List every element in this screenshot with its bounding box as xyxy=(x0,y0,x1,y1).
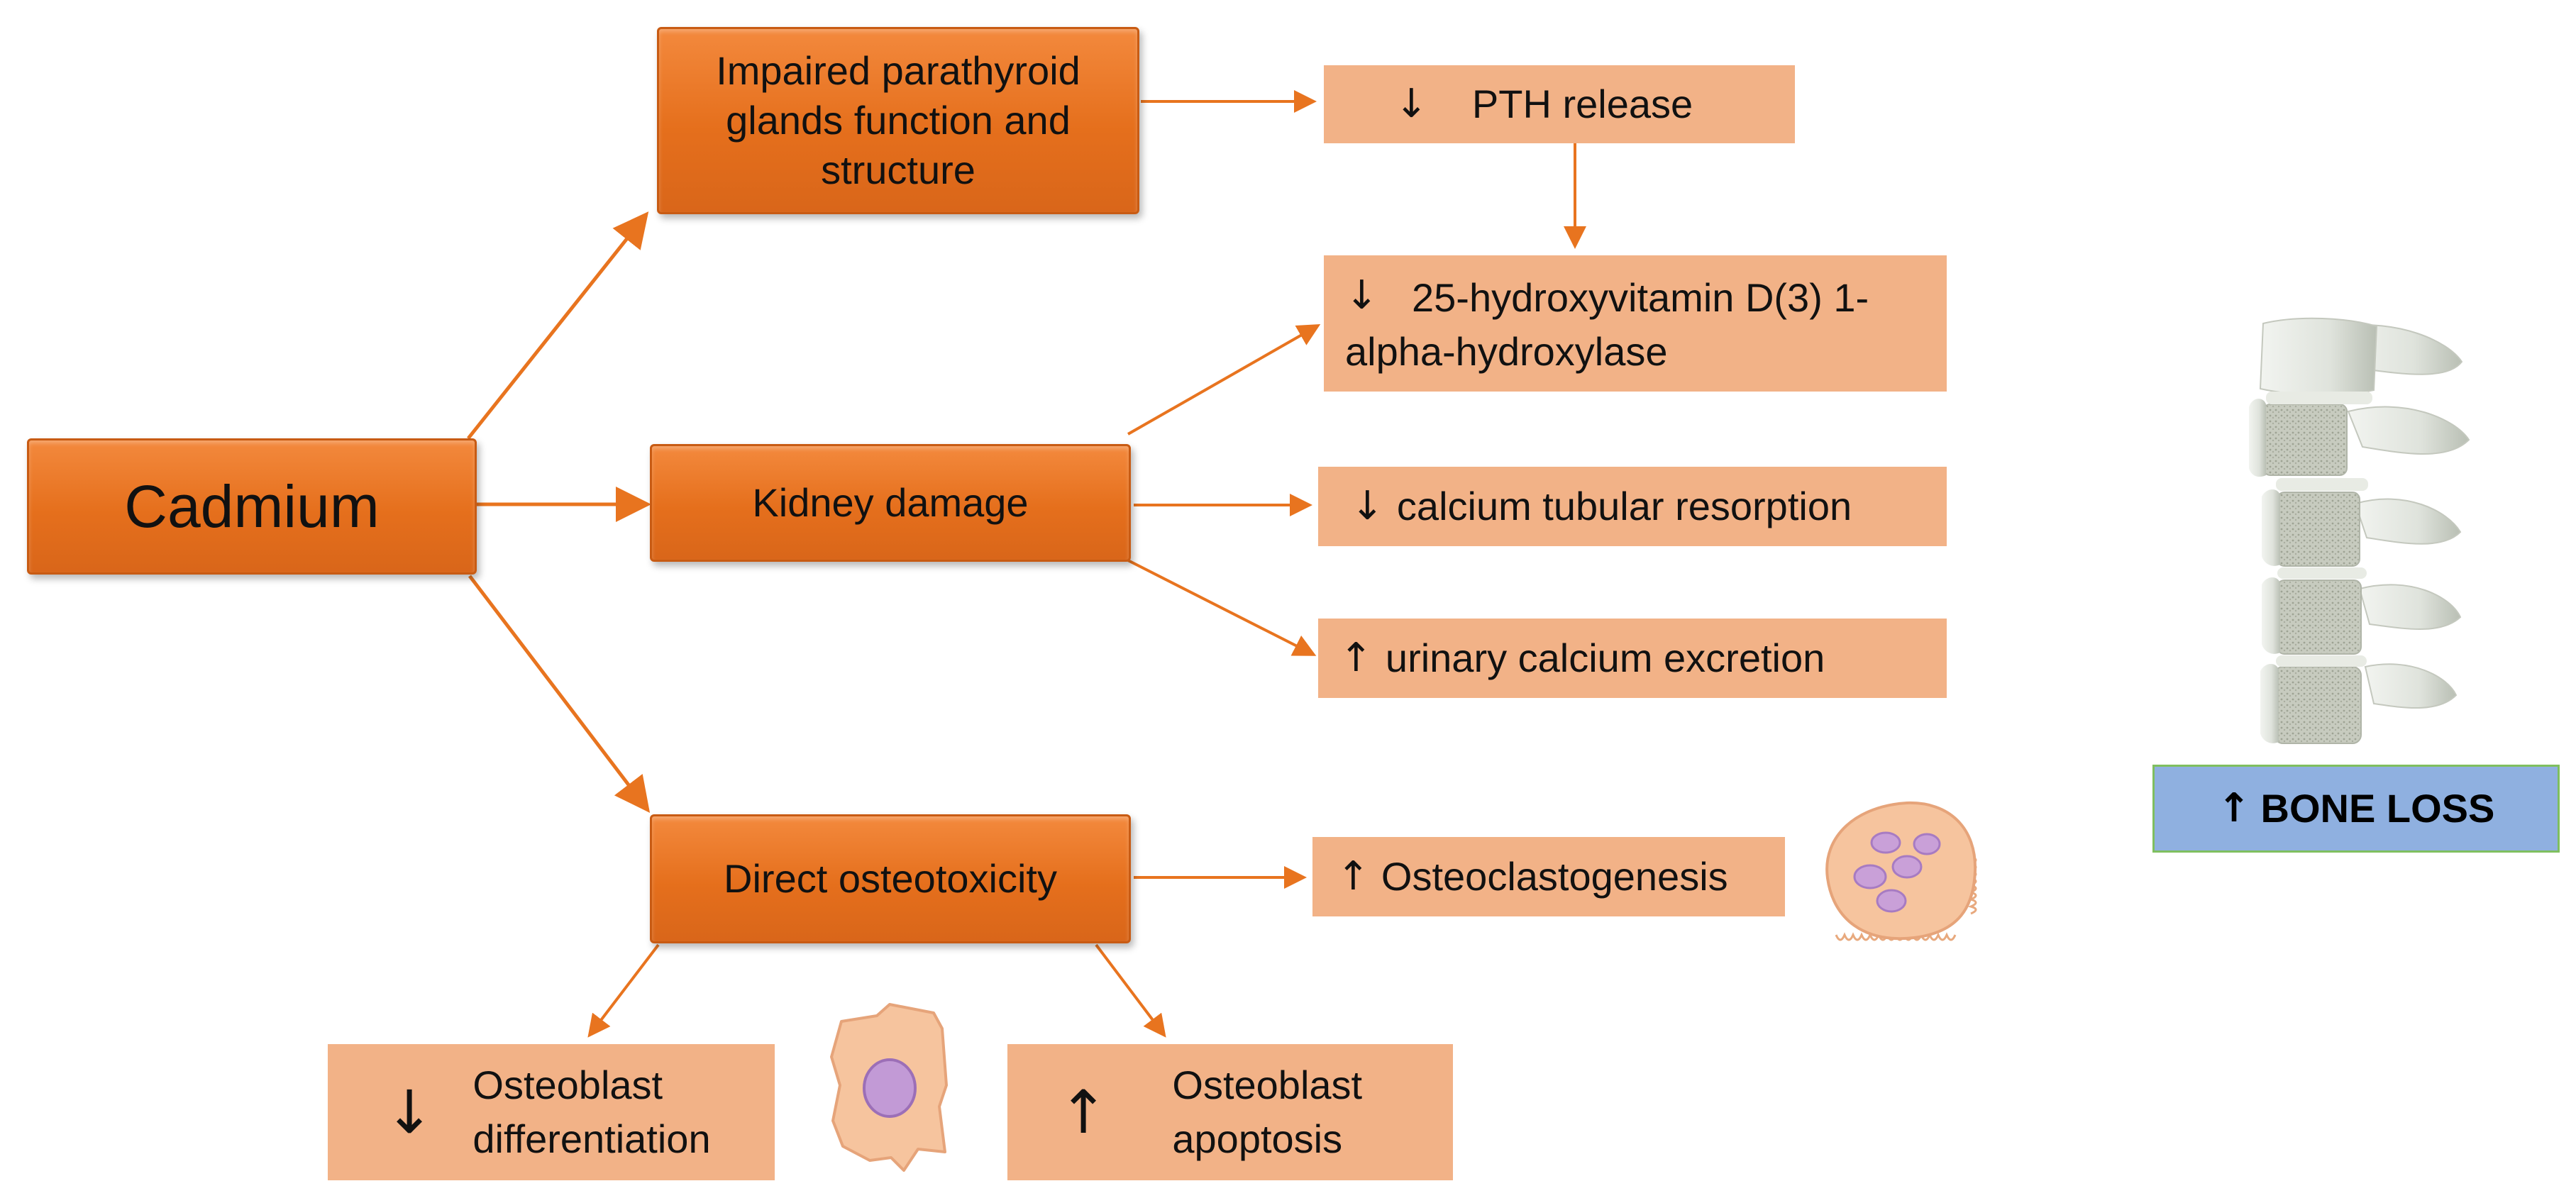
osteotoxicity-box: Direct osteotoxicity xyxy=(650,814,1131,943)
parathyroid-box: Impaired parathyroid glands function and… xyxy=(657,27,1139,214)
pth-release-box: ↓ PTH release xyxy=(1324,65,1795,143)
parathyroid-label: Impaired parathyroid glands function and… xyxy=(716,48,1080,192)
down-arrow-icon: ↓ xyxy=(385,1077,435,1147)
osteoblast-cell-icon xyxy=(830,1003,948,1172)
arrow-cadmium-to-parathyroid xyxy=(467,211,649,440)
down-arrow-icon: ↓ xyxy=(1345,272,1378,318)
arrow-osteotoxicity-to-osteoblast-diff xyxy=(587,943,660,1038)
down-arrow-icon: ↓ xyxy=(1395,81,1428,127)
up-arrow-icon: ↑ xyxy=(1339,635,1373,681)
osteoblast-differentiation-label: Osteoblast differentiation xyxy=(472,1063,711,1161)
tubular-resorption-label: calcium tubular resorption xyxy=(1396,484,1852,528)
vertebrae-icon xyxy=(2249,317,2470,744)
cadmium-label: Cadmium xyxy=(124,472,380,540)
osteoclastogenesis-label: Osteoclastogenesis xyxy=(1381,854,1728,899)
arrow-kidney-to-urinary xyxy=(1127,559,1317,656)
pth-release-label: PTH release xyxy=(1471,82,1693,126)
kidney-box: Kidney damage xyxy=(650,444,1131,562)
arrow-kidney-to-hydroxylase xyxy=(1127,324,1321,436)
urinary-excretion-box: ↑ urinary calcium excretion xyxy=(1318,619,1947,698)
osteoclast-cell-icon xyxy=(1825,801,1977,941)
osteoblast-apoptosis-box: ↑ Osteoblast apoptosis xyxy=(1007,1044,1453,1180)
osteoblast-differentiation-box: ↓ Osteoblast differentiation xyxy=(328,1044,775,1180)
kidney-label: Kidney damage xyxy=(752,480,1029,525)
cadmium-box: Cadmium xyxy=(27,438,477,575)
up-arrow-icon: ↑ xyxy=(1058,1077,1109,1147)
osteotoxicity-label: Direct osteotoxicity xyxy=(724,856,1057,901)
bone-loss-label: BONE LOSS xyxy=(2260,786,2495,831)
osteoblast-apoptosis-label: Osteoblast apoptosis xyxy=(1172,1063,1363,1161)
hydroxylase-box: ↓ 25-hydroxyvitamin D(3) 1-alpha-hydroxy… xyxy=(1324,255,1947,392)
osteoclastogenesis-box: ↑ Osteoclastogenesis xyxy=(1312,837,1785,916)
tubular-resorption-box: ↓ calcium tubular resorption xyxy=(1318,467,1947,546)
hydroxylase-label: 25-hydroxyvitamin D(3) 1-alpha-hydroxyla… xyxy=(1345,275,1869,374)
arrow-cadmium-to-osteotoxicity xyxy=(468,575,651,813)
up-arrow-icon: ↑ xyxy=(1337,853,1370,899)
urinary-excretion-label: urinary calcium excretion xyxy=(1385,636,1825,680)
arrow-osteotoxicity-to-osteoblast-apop xyxy=(1095,943,1166,1038)
up-arrow-icon: ↑ xyxy=(2217,785,2251,831)
bone-loss-box: ↑ BONE LOSS xyxy=(2152,765,2560,853)
down-arrow-icon: ↓ xyxy=(1351,483,1384,529)
